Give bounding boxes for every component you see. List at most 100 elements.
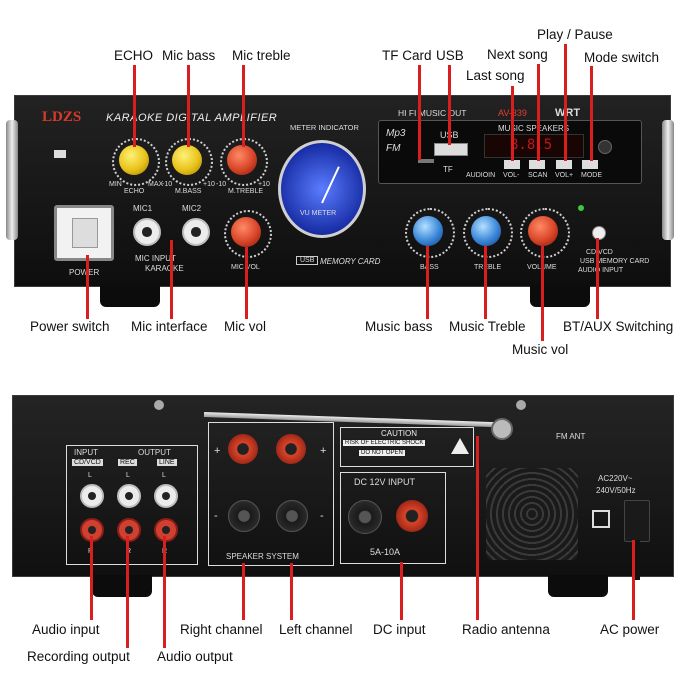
treble-label: TREBLE	[474, 264, 502, 271]
echo-max: MAX	[148, 181, 164, 188]
mic2-jack[interactable]	[182, 218, 210, 246]
right-channel-plus-terminal[interactable]	[228, 434, 258, 464]
vu-label: VU METER	[300, 210, 337, 217]
bass-knob-ring	[405, 208, 455, 258]
line-output-jack-r[interactable]	[154, 518, 178, 542]
volume-knob-ring	[520, 208, 570, 258]
power-switch[interactable]	[54, 205, 114, 261]
mic-input-label: MIC INPUT	[135, 254, 176, 263]
l-label-1: L	[88, 472, 92, 479]
micvol-knob[interactable]	[231, 217, 261, 247]
bass-knob[interactable]	[413, 216, 443, 246]
caution-label: CAUTION RISK OF ELECTRIC SHOCK DO NOT OP…	[340, 427, 474, 467]
volume-knob[interactable]	[528, 216, 558, 246]
mbass-knob[interactable]	[172, 145, 202, 175]
callout-music-vol: Music vol	[512, 342, 569, 357]
mbass-plus: +10	[203, 181, 215, 188]
callout-mic-bass: Mic bass	[162, 48, 216, 63]
tf-slot-label: TF	[443, 165, 453, 174]
left-handle	[6, 120, 18, 240]
callout-mic-interface: Mic interface	[131, 319, 208, 334]
callout-echo: ECHO	[114, 48, 154, 63]
callout-usb: USB	[436, 48, 464, 63]
antenna-mount	[491, 418, 513, 440]
line-play-pause	[564, 44, 567, 161]
line-mode-switch	[590, 66, 593, 161]
mic1-jack[interactable]	[133, 218, 161, 246]
left-channel-minus-terminal[interactable]	[276, 500, 308, 532]
treble-knob[interactable]	[471, 216, 501, 246]
btn-vol-plus-label: VOL+	[555, 172, 574, 179]
line-mic-treble	[242, 65, 245, 147]
fm-ant-label: FM ANT	[556, 432, 586, 441]
line-tf-card	[418, 65, 421, 160]
power-rocker	[72, 218, 98, 248]
left-channel-plus-terminal[interactable]	[276, 434, 306, 464]
callout-music-treble: Music Treble	[449, 319, 526, 334]
speaker-system-label: SPEAKER SYSTEM	[226, 552, 299, 561]
bt-aux-button[interactable]	[592, 226, 606, 240]
callout-mic-vol: Mic vol	[224, 319, 267, 334]
line-left-channel	[290, 563, 293, 620]
mbass-knob-label: M.BASS	[175, 188, 202, 195]
line-output-jack-l[interactable]	[154, 484, 178, 508]
usb-slot[interactable]	[434, 143, 468, 156]
caution-risk: RISK OF ELECTRIC SHOCK	[343, 440, 426, 446]
line-next-song	[537, 64, 540, 161]
ac-power-cord	[624, 500, 650, 542]
mtreble-plus: +10	[258, 181, 270, 188]
l-label-3: L	[162, 472, 166, 479]
warning-icon	[451, 438, 469, 454]
line-ac-power	[632, 540, 635, 620]
ac-rating-2: 240V/50Hz	[596, 486, 636, 495]
output-label: OUTPUT	[138, 448, 171, 457]
btn-scan[interactable]	[529, 160, 545, 169]
rec-output-jack-l[interactable]	[117, 484, 141, 508]
dc-plus-terminal[interactable]	[396, 500, 428, 532]
callout-bt-aux: BT/AUX Switching	[563, 319, 674, 334]
callout-mic-treble: Mic treble	[232, 48, 291, 63]
plus-label-left: +	[214, 445, 221, 457]
brand-logo: LDZS	[42, 109, 82, 125]
callout-left-channel: Left channel	[279, 622, 353, 637]
mtreble-knob[interactable]	[227, 145, 257, 175]
vu-meter	[278, 140, 366, 238]
echo-knob[interactable]	[119, 145, 149, 175]
right-channel-minus-terminal[interactable]	[228, 500, 260, 532]
callout-audio-input: Audio input	[32, 622, 100, 637]
ir-sensor	[598, 140, 612, 154]
speaker-block	[208, 422, 334, 566]
rec-output-jack-r[interactable]	[117, 518, 141, 542]
mtreble-minus: -10	[216, 181, 227, 188]
callout-last-song: Last song	[466, 68, 525, 83]
line-audio-input	[90, 536, 93, 620]
callout-mode-switch: Mode switch	[584, 50, 660, 65]
line-badge: LINE	[157, 459, 177, 466]
callout-music-bass: Music bass	[365, 319, 433, 334]
small-logo	[54, 150, 66, 158]
btn-vol-plus[interactable]	[556, 160, 572, 169]
line-recording-output	[126, 536, 129, 648]
dc-input-label: DC 12V INPUT	[354, 477, 416, 487]
line-bt-aux	[596, 238, 599, 319]
front-foot-left	[100, 285, 160, 307]
line-mic-bass	[187, 65, 190, 147]
power-label: POWER	[69, 268, 100, 277]
btn-vol-minus[interactable]	[504, 160, 520, 169]
audio-input-jack-l[interactable]	[80, 484, 104, 508]
callout-recording-output: Recording output	[27, 649, 130, 664]
mic2-label: MIC2	[182, 204, 202, 213]
echo-min: MIN	[109, 181, 122, 188]
io-block	[66, 445, 198, 565]
micvol-knob-ring	[224, 210, 272, 258]
line-power-switch	[86, 255, 89, 319]
callout-right-channel: Right channel	[180, 622, 263, 637]
dc-minus-terminal[interactable]	[348, 500, 382, 534]
tf-slot[interactable]	[418, 159, 434, 163]
back-foot-left	[92, 575, 152, 597]
right-handle	[662, 120, 674, 240]
memory-card-label: MEMORY CARD	[320, 257, 381, 266]
plus-label-right: +	[320, 445, 327, 457]
btn-mode[interactable]	[582, 160, 598, 169]
line-usb	[448, 65, 451, 145]
